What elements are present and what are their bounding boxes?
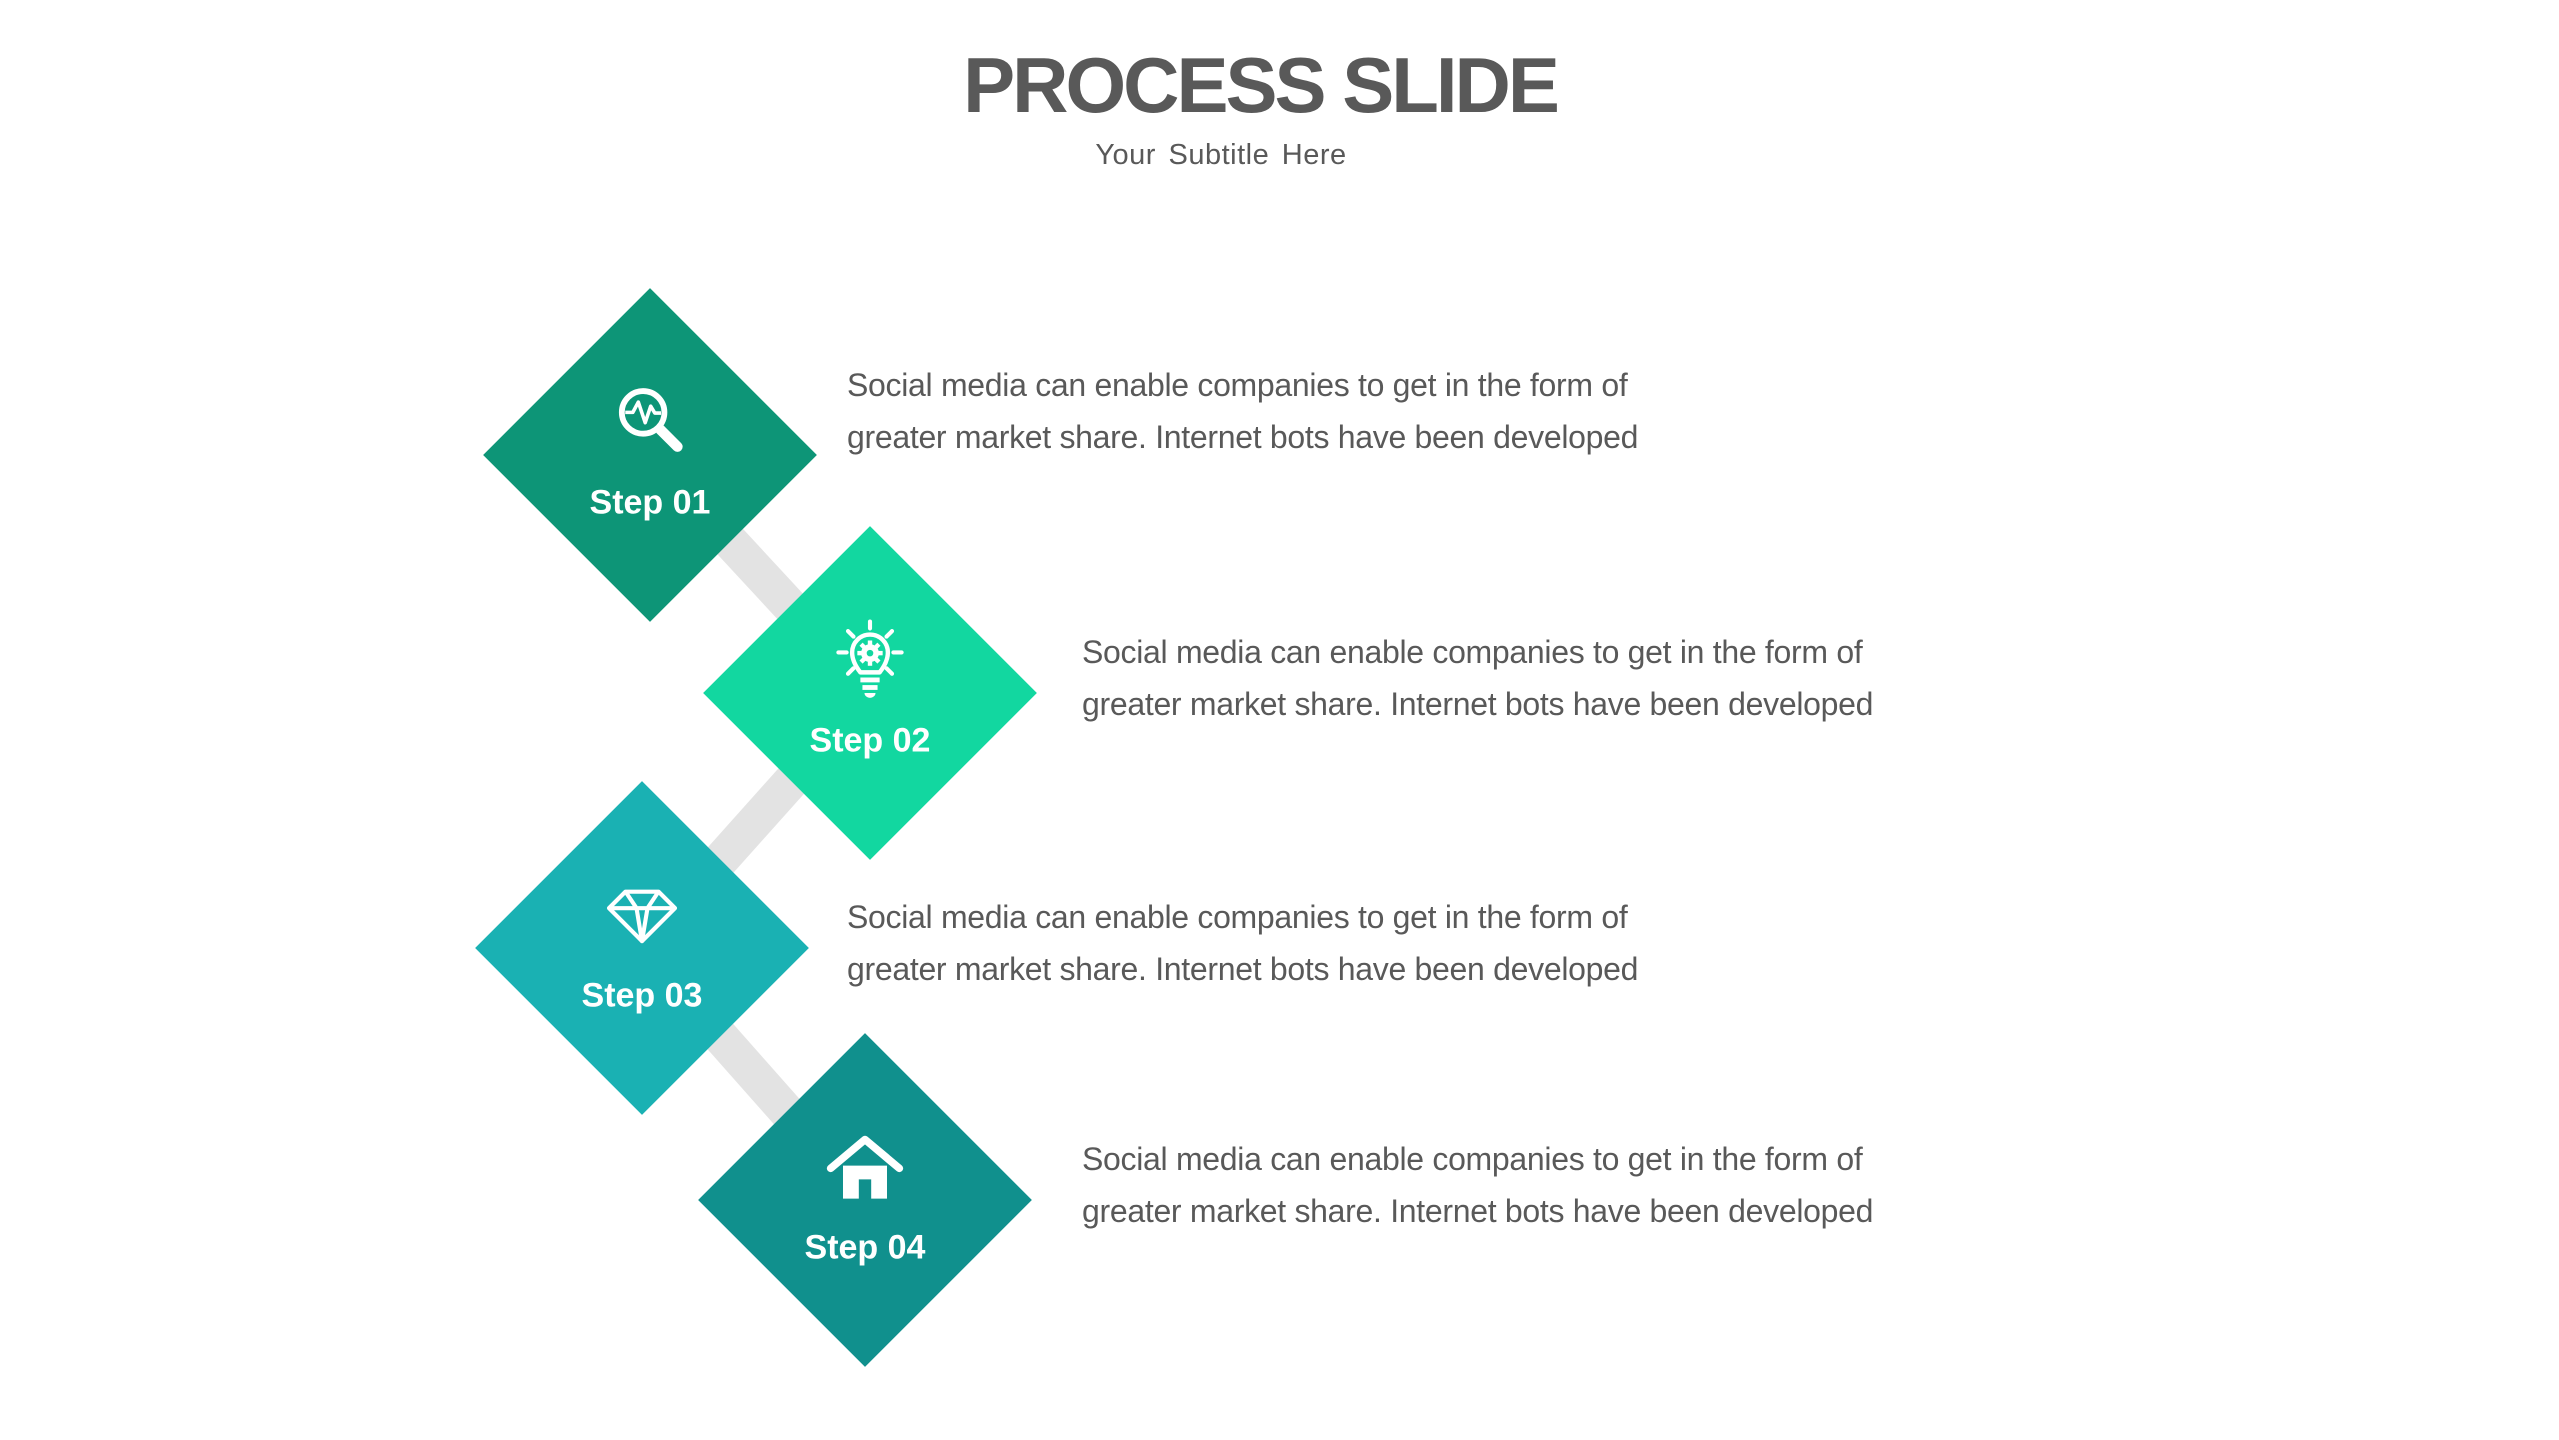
step-04-description: Social media can enable companies to get… [1082,1141,1874,1229]
page-subtitle: Your Subtitle Here [1095,139,1347,171]
lightbulb-gear-icon [826,616,914,704]
step-01-description: Social media can enable companies to get… [847,367,1639,455]
step-02-label: Step 02 [809,721,931,760]
step-04-label: Step 04 [804,1228,926,1267]
gem-icon [598,871,686,959]
step-03-description: Social media can enable companies to get… [847,899,1639,987]
page-title: PROCESS SLIDE [963,41,1560,129]
magnifier-pulse-icon [606,378,694,466]
step-02-description: Social media can enable companies to get… [1082,634,1874,722]
home-icon [821,1123,909,1211]
step-03-label: Step 03 [581,976,703,1015]
step-01-label: Step 01 [589,483,711,522]
